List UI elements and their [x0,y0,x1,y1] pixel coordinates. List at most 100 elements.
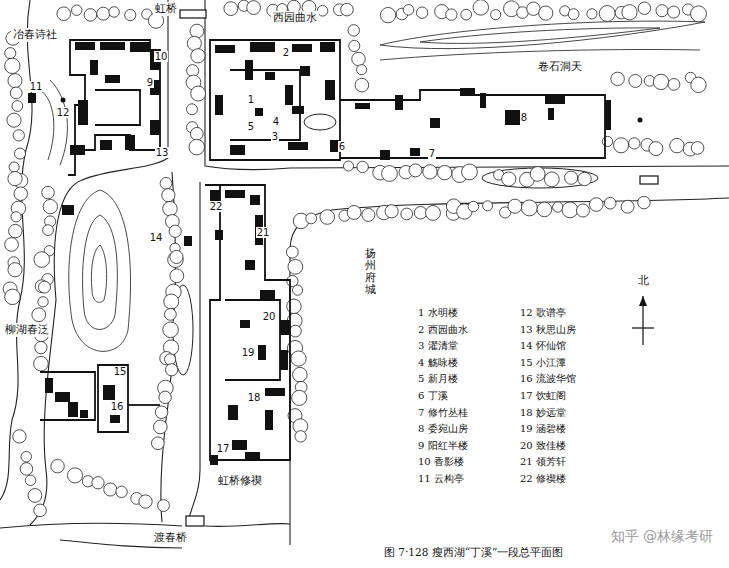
tree-symbol [13,430,26,443]
tree-symbol [508,199,522,213]
wall-line [98,365,128,432]
tree-symbol [385,205,398,218]
tree-symbol [164,294,179,309]
legend-entry: 10 香影楼 [418,456,464,468]
bank-line [0,0,32,500]
tree-symbol [153,420,167,434]
building [300,66,310,76]
tree-symbol [355,78,369,92]
tree-symbol [14,187,28,201]
callout-number: 18 [247,392,262,403]
tree-symbol [527,2,540,15]
tree-symbol [163,201,178,216]
tree-symbol [5,289,21,305]
tree-symbol [691,6,707,22]
tree-symbol [287,299,302,314]
wall-line [128,404,160,406]
callout-number: 15 [113,366,128,377]
callout-number: 20 [262,311,277,322]
tree-symbol [35,341,47,353]
building [55,392,70,402]
contour-line [91,245,106,302]
tree-symbol [380,7,395,22]
building [265,410,273,430]
tree-symbol [341,3,354,16]
water-bank [0,0,729,548]
tree-symbol [653,74,668,89]
tree-symbol [10,87,22,99]
tree-symbol [190,24,204,38]
islet [304,114,336,130]
legend-entry: 7 修竹丛桂 [418,407,468,419]
tree-symbol [158,500,170,512]
tree-symbol [629,138,640,149]
building [100,42,125,50]
tree-symbol [34,252,50,268]
tree-symbol [20,463,33,476]
tree-symbol [622,5,637,20]
figure-caption: 图 7·128 瘦西湖“丁溪”一段总平面图 [384,546,563,560]
tree-symbol [357,65,367,75]
building [250,195,260,205]
tree-symbol [247,1,261,15]
tree-symbol [502,172,516,186]
tree-symbol [553,202,563,212]
tree-symbol [155,406,168,419]
tree-symbol [5,48,16,59]
callout-number: 1 [247,94,255,105]
tree-symbol [539,6,553,20]
building [130,42,150,52]
wall-line [225,300,280,380]
north-head [639,296,647,306]
tree-symbol [286,246,298,258]
tree-symbol [42,186,55,199]
tree-symbol [691,77,706,92]
tree-symbol [656,5,668,17]
legend-entry: 9 阳红半楼 [418,440,468,452]
bridge [640,176,658,184]
contour-line [69,190,131,351]
tree-symbol [5,238,19,252]
tree-symbol [186,104,197,115]
tree-symbol [691,142,704,155]
tree-symbol [414,206,427,219]
islets [173,114,598,375]
tree-symbol [416,7,427,18]
building [605,100,611,130]
tree-symbol [576,204,589,217]
tree-symbol [568,9,579,20]
callout-number: 22 [209,201,224,212]
tree-symbol [293,367,308,382]
callout-number: 2 [282,47,290,58]
legend-entry: 18 妙远堂 [520,407,566,419]
tree-symbol [295,431,306,442]
building [90,60,98,75]
tree-symbol [306,213,317,224]
building [258,345,266,360]
building [150,120,160,135]
tree-symbol [446,9,457,20]
callout-number: 6 [338,141,346,152]
wall-line [40,372,95,420]
tree-symbol [190,127,203,140]
pavilion-dot [61,98,66,103]
tree-symbol [521,200,537,216]
tree-symbol [649,142,663,156]
tree-symbol [425,205,440,220]
building [28,93,36,103]
tree-symbol [125,9,136,20]
tree-symbol [437,165,451,179]
legend-entry: 15 小江潭 [520,357,566,369]
callout-number: 16 [110,401,125,412]
tree-symbol [670,138,684,152]
tree-symbol [38,297,48,307]
legend-entry: 2 西园曲水 [418,324,468,336]
callout-number: 4 [272,116,280,127]
bridges [180,10,658,526]
tree-symbol [34,504,47,517]
tree-symbol [7,113,21,127]
tree-symbol [362,208,375,221]
tree-symbol [224,2,238,16]
place-name: 冶春诗社 [11,28,59,41]
building [460,88,475,96]
